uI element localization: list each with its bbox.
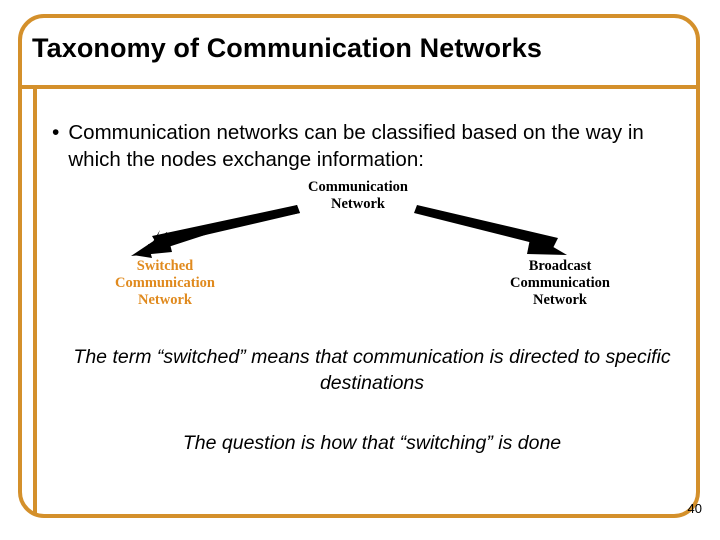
page-number: 40 [687,501,702,516]
arrow-to-switched-icon [133,205,300,258]
callout-switched-definition: The term “switched” means that communica… [73,346,671,394]
bullet-list-item: • Communication networks can be classifi… [52,119,652,173]
diagram-node-broadcast: Broadcast Communication Network [510,258,610,308]
bullet-item-label: Communication networks can be classified… [68,121,644,171]
page-title: Taxonomy of Communication Networks [32,33,542,63]
diagram-node-root: Communication Network [308,179,408,212]
diagram-node-switched: Switched Communication Network [115,258,215,308]
bullet-marker-icon: • [52,121,60,144]
title-divider-rule [20,85,700,89]
callout-switching-question: The question is how that “switching” is … [182,432,562,454]
inner-vertical-rule [33,87,37,514]
